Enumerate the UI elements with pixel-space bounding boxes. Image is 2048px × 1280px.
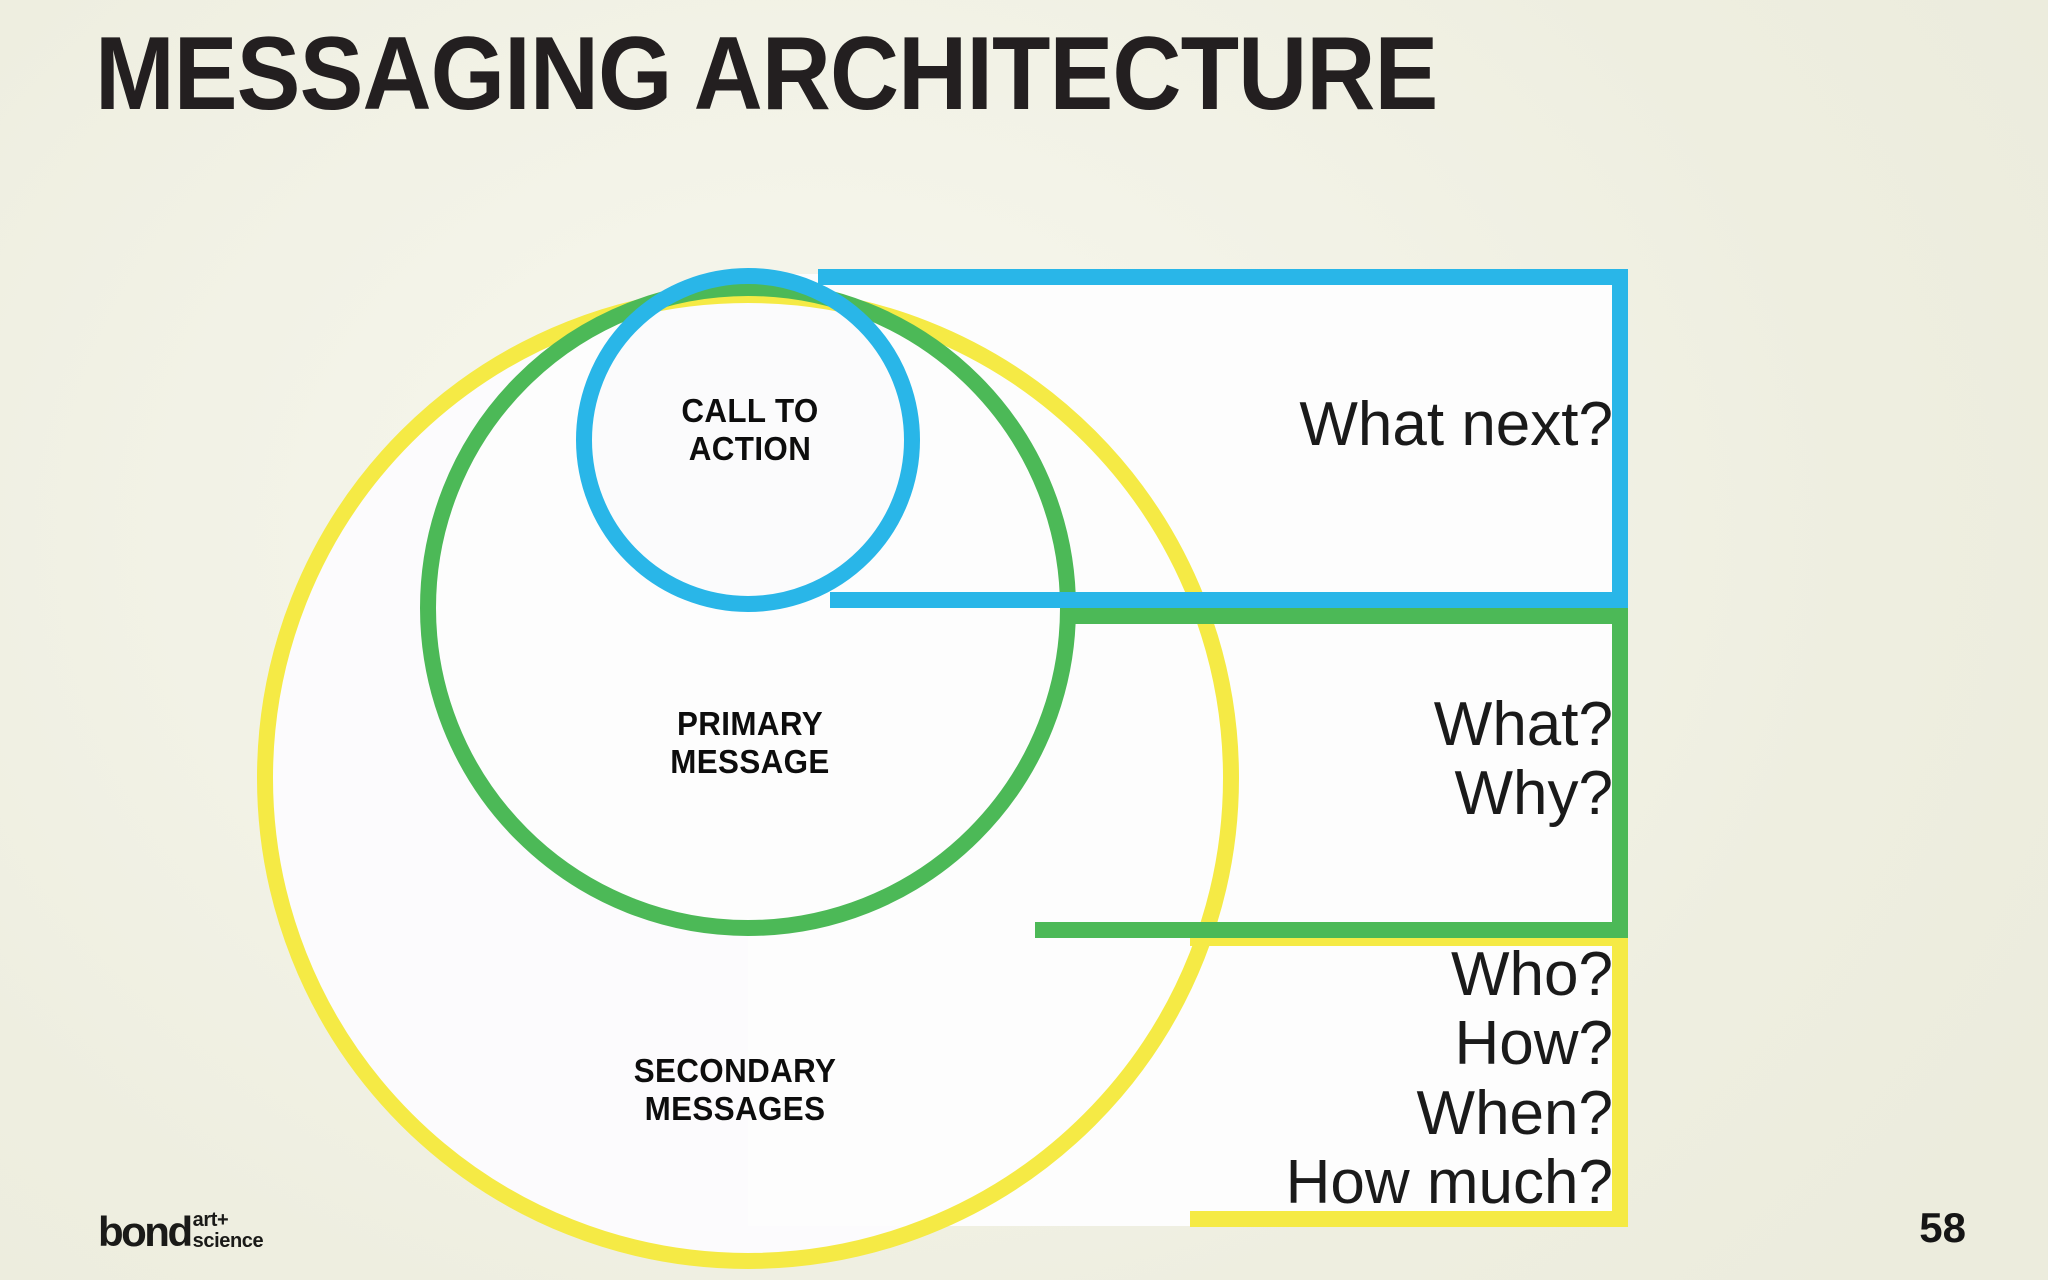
logo-tagline: art+ science: [193, 1210, 264, 1252]
logo-wordmark: bond: [98, 1208, 193, 1256]
page-title: MESSAGING ARCHITECTURE: [95, 16, 1438, 132]
logo-tagline-line1: art+: [192, 1209, 229, 1232]
page-number: 58: [1919, 1204, 1966, 1251]
logo-tagline-line2: science: [192, 1229, 264, 1252]
bond-logo: bond art+ science: [98, 1208, 264, 1256]
call-to-action-shape: [576, 268, 1628, 612]
